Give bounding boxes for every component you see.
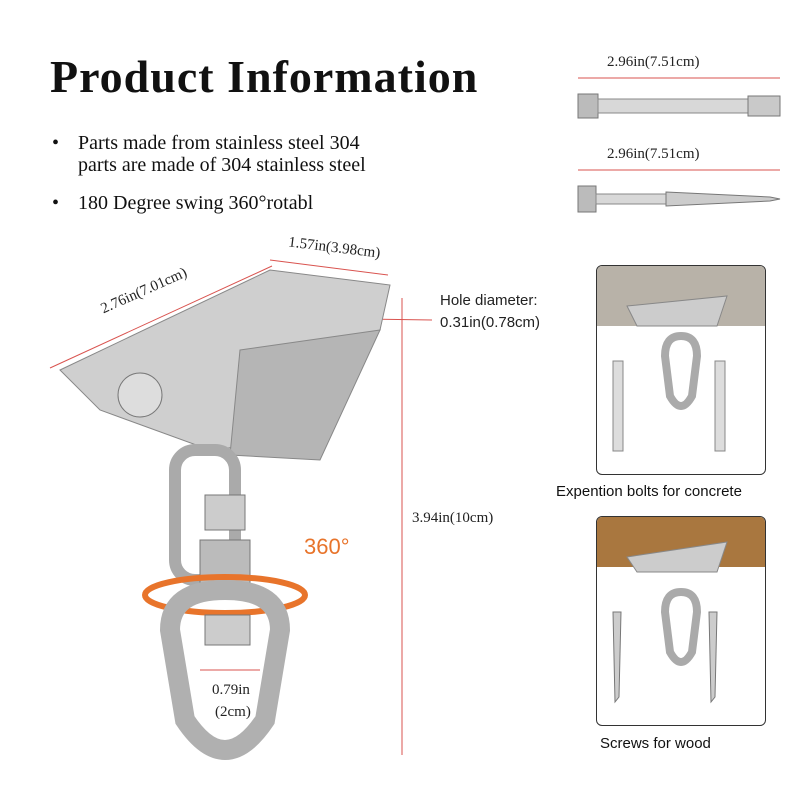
page-title: Product Information — [50, 51, 479, 102]
concrete-install-image — [597, 266, 765, 452]
concrete-caption: Expention bolts for concrete — [556, 483, 742, 500]
wood-install-panel — [596, 516, 766, 726]
swing-hanger-image — [49, 259, 433, 760]
lag-screw-image — [577, 169, 781, 213]
rotation-label: 360° — [304, 534, 350, 559]
expansion-bolt-image — [577, 77, 781, 119]
hole-diameter-value: 0.31in(0.78cm) — [440, 314, 541, 331]
expansion-bolt-length: 2.96in(7.51cm) — [607, 54, 700, 70]
bullet-swing: 180 Degree swing 360°rotabl — [52, 192, 313, 214]
wood-install-image — [597, 517, 765, 704]
bullet-text: Parts made from stainless steel 304 — [78, 132, 360, 154]
ring-diameter-label: 0.79in — [212, 682, 250, 698]
wood-caption: Screws for wood — [600, 735, 711, 752]
screw-length: 2.96in(7.51cm) — [607, 146, 700, 162]
ring-diameter-cm: (2cm) — [215, 704, 251, 720]
bullet-text: 180 Degree swing 360°rotabl — [78, 192, 314, 214]
height-label: 3.94in(10cm) — [412, 510, 494, 526]
concrete-install-panel — [596, 265, 766, 475]
bullet-text: parts are made of 304 stainless steel — [78, 154, 366, 176]
hole-diameter-label: Hole diameter: — [440, 292, 538, 309]
bullet-material: Parts made from stainless steel 304 part… — [52, 132, 366, 176]
